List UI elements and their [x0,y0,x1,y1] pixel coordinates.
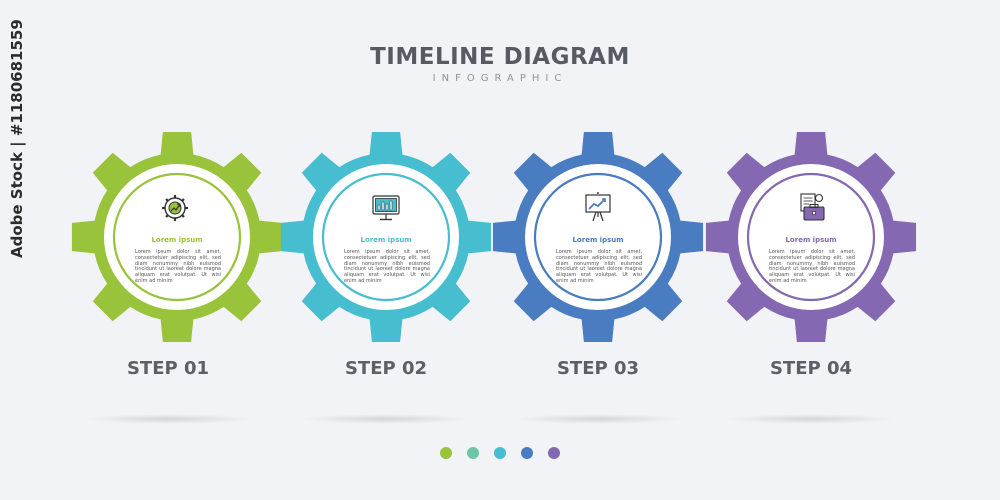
step-3-gear: Lorem ipsum Lorem ipsum dolor sit amet, … [491,130,705,344]
step-2-gear: Lorem ipsum Lorem ipsum dolor sit amet, … [279,130,493,344]
step-3-heading: Lorem ipsum [572,236,624,244]
step-1-label: STEP 01 [126,358,210,379]
diagram-title: TIMELINE DIAGRAM [370,44,630,70]
step-3-label: STEP 03 [556,358,640,379]
step-2-heading: Lorem ipsum [360,236,412,244]
step-2-text: Lorem ipsum dolor sit amet, consectetuer… [344,249,430,284]
gear-inner-ring [112,172,242,302]
step-1-shadow [84,414,254,424]
pagination-dots [440,447,565,461]
step-4-shadow [726,414,896,424]
diagram-subtitle: INFOGRAPHIC [432,73,568,84]
dot-3 [494,447,506,459]
gear-inner-disc [313,164,459,310]
step-2-label: STEP 02 [344,358,428,379]
step-1-heading: Lorem ipsum [151,236,203,244]
adobe-stock-watermark: Adobe Stock | #1180681559 [8,19,26,258]
dot-5 [548,447,560,459]
dot-2 [467,447,479,459]
gear-inner-disc [104,164,250,310]
step-3-text: Lorem ipsum dolor sit amet, consectetuer… [556,249,642,284]
briefcase-document-icon [800,193,825,221]
monitor-chart-icon [372,195,400,221]
dot-4 [521,447,533,459]
step-1-gear: Lorem ipsum Lorem ipsum dolor sit amet, … [70,130,284,344]
step-4-gear: Lorem ipsum Lorem ipsum dolor sit amet, … [704,130,918,344]
step-3-shadow [513,414,683,424]
step-1-text: Lorem ipsum dolor sit amet, consectetuer… [135,249,221,284]
step-4-heading: Lorem ipsum [785,236,837,244]
step-4-label: STEP 04 [769,358,853,379]
gear-inner-ring [321,172,451,302]
step-2-shadow [301,414,471,424]
gear-inner-disc [738,164,884,310]
gear-inner-disc [525,164,671,310]
gear-inner-ring [746,172,876,302]
gear-growth-chart-icon [162,195,188,221]
step-4-text: Lorem ipsum dolor sit amet, consectetuer… [769,249,855,284]
gear-inner-ring [533,172,663,302]
presentation-board-icon [585,192,611,222]
dot-1 [440,447,452,459]
